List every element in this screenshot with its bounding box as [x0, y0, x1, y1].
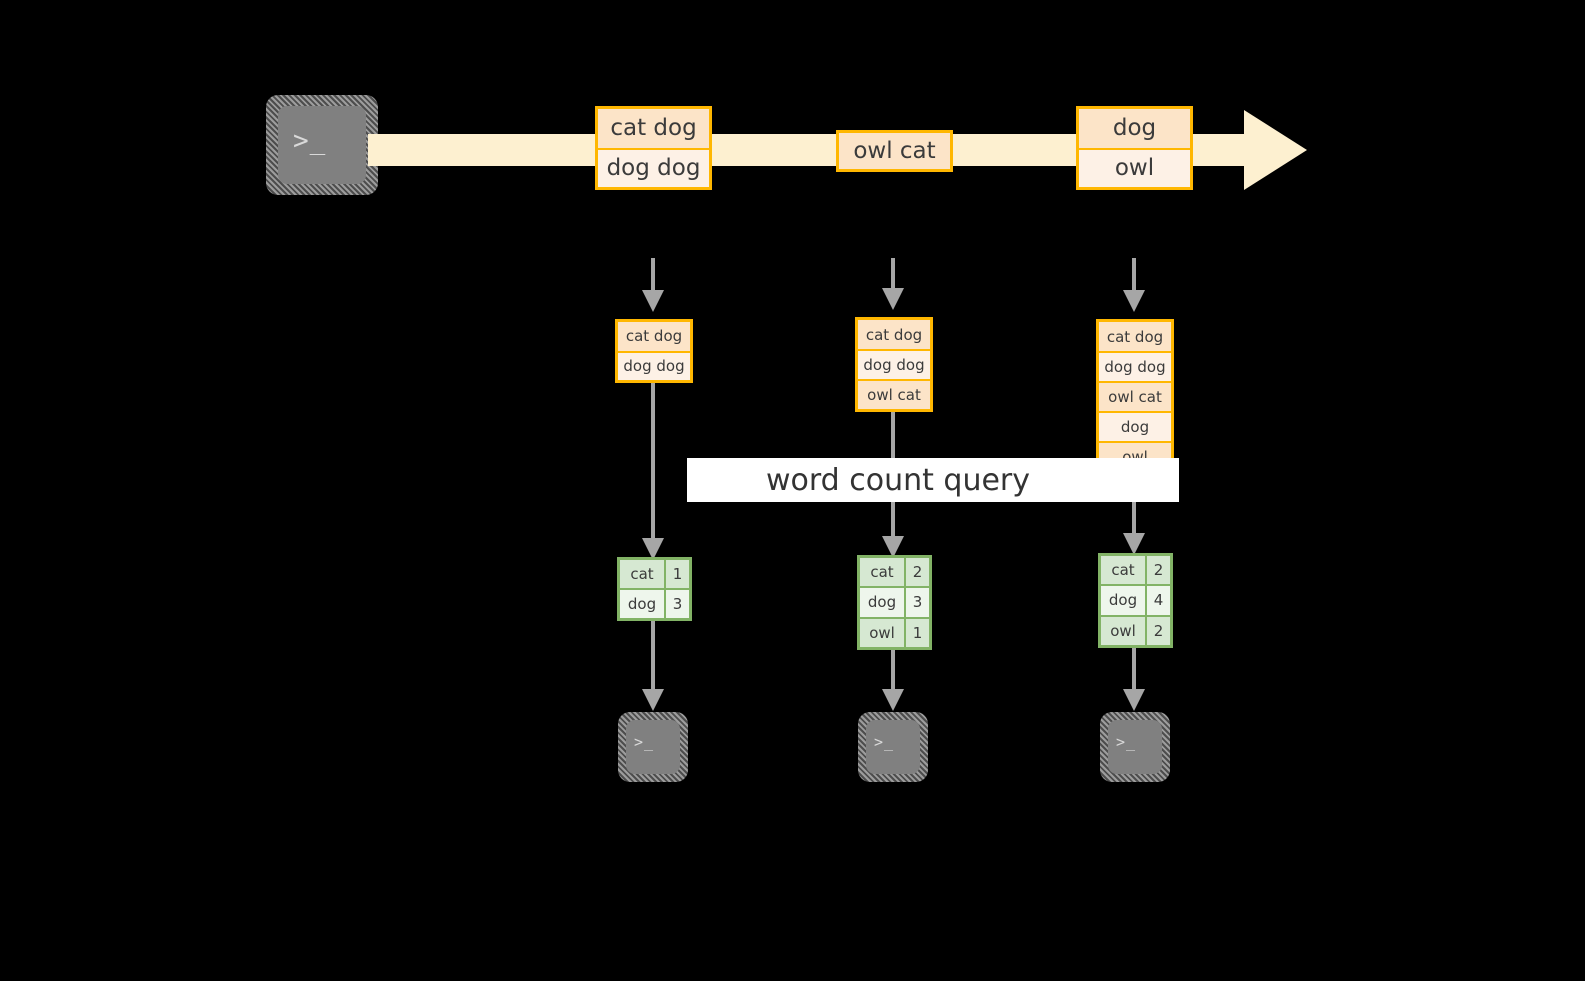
snapshot-1-box: cat dog dog dog	[615, 319, 693, 383]
stream-event-line: owl cat	[839, 133, 950, 169]
query-label-banner: word count query	[687, 458, 1179, 502]
result-table-1: cat 1 dog 3	[617, 557, 692, 621]
stream-event-box: cat dog dog dog	[595, 106, 712, 190]
snapshot-1-inbound-arrowhead-icon	[642, 290, 664, 312]
stream-event-line: dog dog	[598, 147, 709, 187]
snapshot-row: owl cat	[858, 379, 930, 409]
result-count-cell: 3	[906, 588, 929, 617]
snapshot-3-box: cat dog dog dog owl cat dog owl	[1096, 319, 1174, 475]
result-word-cell: cat	[1101, 556, 1147, 585]
snapshot-row: dog dog	[1099, 351, 1171, 381]
snapshot-row: dog	[1099, 411, 1171, 441]
result-table-2: cat 2 dog 3 owl 1	[857, 555, 932, 650]
result-count-cell: 4	[1147, 586, 1170, 615]
result-word-cell: dog	[1101, 586, 1147, 615]
stream-event-line: owl	[1079, 147, 1190, 187]
result-word-cell: dog	[860, 588, 906, 617]
result-3-to-sink-arrowhead-icon	[1123, 689, 1145, 711]
snapshot-3-inbound-line	[1132, 258, 1136, 290]
sink-terminal-icon-3	[1108, 720, 1162, 774]
result-2-to-sink-arrowhead-icon	[882, 689, 904, 711]
source-terminal-prompt-glyph: >_	[293, 126, 327, 156]
result-word-cell: cat	[620, 560, 666, 588]
result-table-3: cat 2 dog 4 owl 2	[1098, 553, 1173, 648]
sink-terminal-prompt-glyph: >_	[1116, 733, 1137, 751]
result-count-cell: 1	[906, 618, 929, 647]
snapshot-row: dog dog	[618, 350, 690, 380]
stream-event-line: dog	[1079, 109, 1190, 148]
stream-event-box: owl cat	[836, 130, 953, 172]
snapshot-2-to-result-arrowhead-icon	[882, 536, 904, 558]
table-row: cat 2	[1101, 556, 1170, 585]
stream-arrowhead-icon	[1244, 110, 1307, 190]
snapshot-2-inbound-arrowhead-icon	[882, 288, 904, 310]
result-count-cell: 3	[666, 590, 689, 618]
table-row: dog 4	[1101, 584, 1170, 615]
table-row: cat 2	[860, 558, 929, 587]
table-row: owl 2	[1101, 614, 1170, 645]
snapshot-row: cat dog	[618, 322, 690, 351]
result-1-to-sink-arrowhead-icon	[642, 689, 664, 711]
result-word-cell: owl	[860, 618, 906, 647]
table-row: cat 1	[620, 560, 689, 588]
table-row: dog 3	[620, 588, 689, 618]
result-count-cell: 2	[1147, 616, 1170, 645]
snapshot-2-inbound-line	[891, 258, 895, 288]
result-word-cell: cat	[860, 558, 906, 587]
snapshot-3-to-result-arrowhead-icon	[1123, 533, 1145, 555]
table-row: dog 3	[860, 586, 929, 617]
sink-terminal-icon-1	[626, 720, 680, 774]
result-word-cell: owl	[1101, 616, 1147, 645]
snapshot-row: cat dog	[858, 320, 930, 349]
snapshot-1-to-result-line	[651, 383, 655, 538]
stream-event-box: dog owl	[1076, 106, 1193, 190]
source-terminal-icon	[278, 106, 366, 184]
snapshot-row: cat dog	[1099, 322, 1171, 351]
snapshot-3-inbound-arrowhead-icon	[1123, 290, 1145, 312]
result-count-cell: 2	[906, 558, 929, 587]
stream-event-line: cat dog	[598, 109, 709, 148]
result-1-to-sink-line	[651, 621, 655, 689]
snapshot-row: owl cat	[1099, 381, 1171, 411]
snapshot-1-to-result-arrowhead-icon	[642, 538, 664, 560]
snapshot-2-box: cat dog dog dog owl cat	[855, 317, 933, 412]
sink-terminal-icon-2	[866, 720, 920, 774]
result-2-to-sink-line	[891, 650, 895, 689]
result-word-cell: dog	[620, 590, 666, 618]
result-count-cell: 2	[1147, 556, 1170, 585]
sink-terminal-prompt-glyph: >_	[634, 733, 655, 751]
result-3-to-sink-line	[1132, 648, 1136, 689]
result-count-cell: 1	[666, 560, 689, 588]
snapshot-1-inbound-line	[651, 258, 655, 290]
snapshot-3-to-result-line	[1132, 475, 1136, 533]
table-row: owl 1	[860, 616, 929, 647]
snapshot-row: dog dog	[858, 349, 930, 379]
sink-terminal-prompt-glyph: >_	[874, 733, 895, 751]
